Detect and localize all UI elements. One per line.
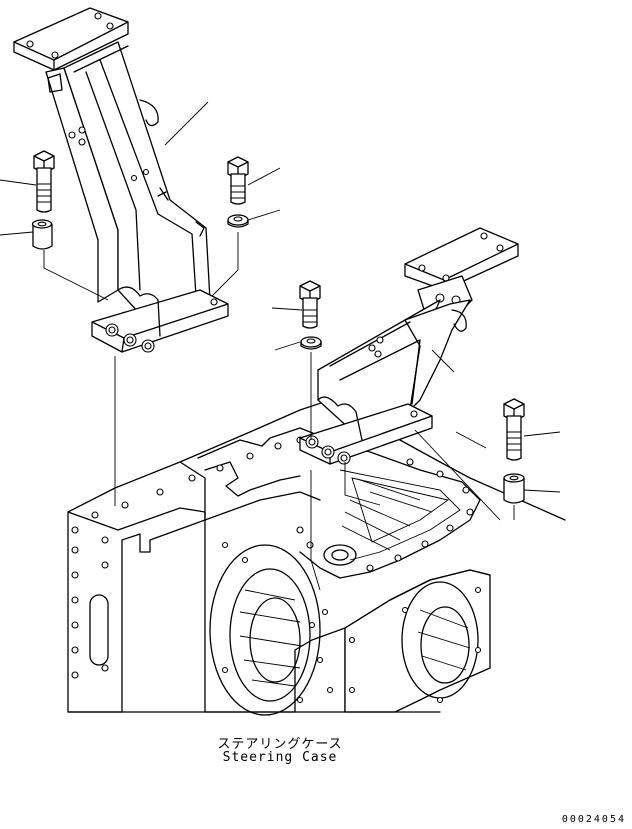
caption-english: Steering Case [222,750,338,765]
spacer-left [33,220,53,249]
left-steering-bracket [14,8,228,352]
steering-case-housing [68,400,565,715]
washer-center [301,337,321,349]
right-steering-bracket [300,228,518,464]
leader-lines [0,102,560,590]
spacer-right [504,474,524,503]
bolt-center [300,281,320,328]
washer-center-left [228,215,248,227]
document-code: 00024054 [561,814,626,825]
housing-bolt-holes [72,437,481,703]
bolt-center-left [228,157,248,204]
bolt-left-upper [34,151,54,212]
bolt-right [504,399,524,460]
caption-japanese: ステアリングケース [217,737,343,752]
